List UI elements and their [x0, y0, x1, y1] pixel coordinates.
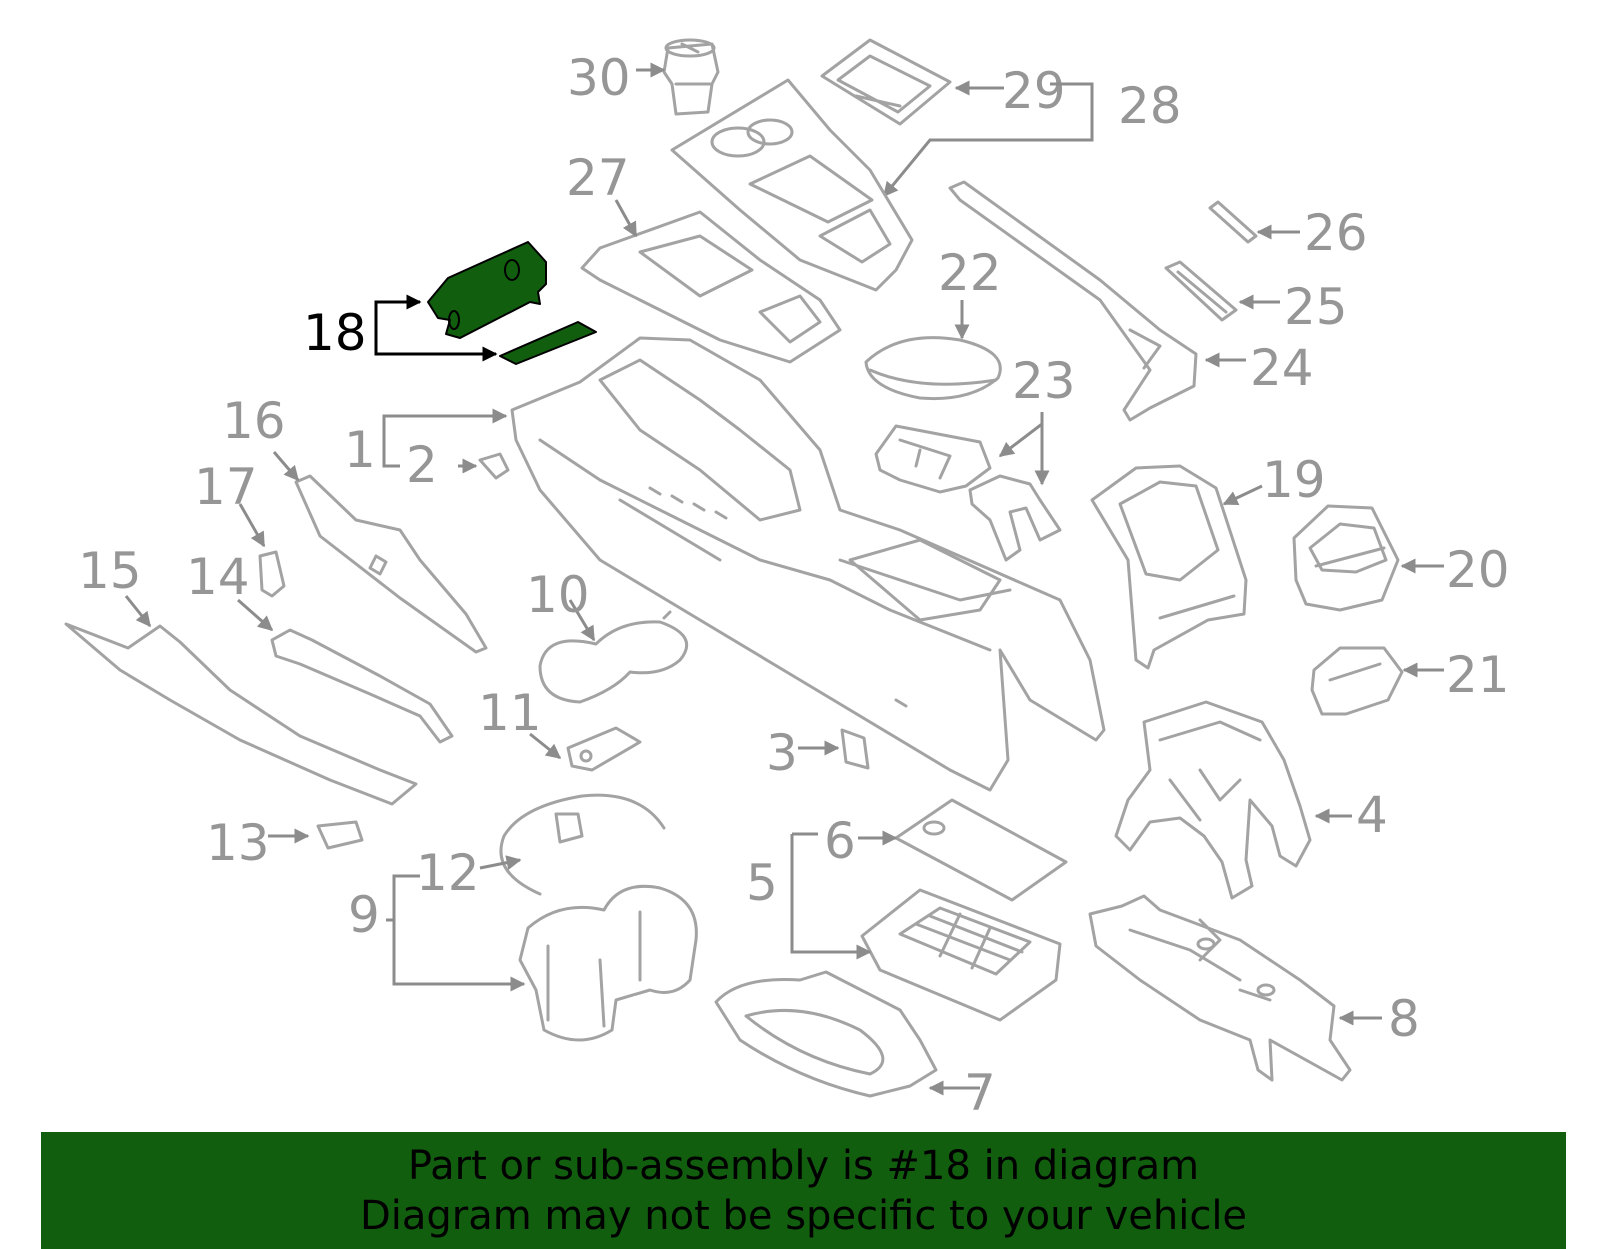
callout-26: 26 — [1304, 204, 1368, 262]
part-24-side-trim — [948, 180, 1198, 422]
callout-13: 13 — [206, 814, 270, 872]
callout-17: 17 — [194, 458, 258, 516]
part-20-rear-air-vent — [1292, 504, 1400, 612]
part-16-side-panel — [294, 474, 488, 654]
banner-line-1: Part or sub-assembly is #18 in diagram — [407, 1143, 1200, 1189]
part-18-highlighted-armrest-lid — [427, 241, 597, 365]
callout-6: 6 — [824, 812, 856, 870]
part-11-bracket — [566, 726, 642, 772]
info-banner: Part or sub-assembly is #18 in diagram D… — [41, 1132, 1566, 1249]
part-5-storage-bin — [860, 888, 1062, 1022]
part-26-strip — [1208, 200, 1258, 244]
callout-3: 3 — [766, 724, 798, 782]
part-3-clip — [840, 728, 870, 770]
part-6-storage-mat — [894, 798, 1068, 902]
callout-14: 14 — [186, 548, 250, 606]
part-4-console-bracket — [1114, 700, 1312, 900]
part-17-clip — [258, 550, 286, 598]
callout-7: 7 — [964, 1064, 996, 1122]
part-7-bin-frame — [714, 970, 938, 1098]
callout-12: 12 — [416, 844, 480, 902]
callout-20: 20 — [1446, 541, 1510, 599]
callout-10: 10 — [526, 566, 590, 624]
callout-18: 18 — [303, 304, 367, 362]
callout-8: 8 — [1388, 990, 1420, 1048]
callout-25: 25 — [1284, 278, 1348, 336]
part-10-cup-holder-mat — [538, 610, 689, 704]
callout-24: 24 — [1250, 339, 1314, 397]
part-25-trim-piece — [1164, 260, 1238, 322]
callout-30: 30 — [567, 49, 631, 107]
part-9-cup-holder — [518, 884, 698, 1042]
part-19-rear-console-panel — [1090, 464, 1248, 670]
callout-5: 5 — [746, 854, 778, 912]
callout-11: 11 — [478, 684, 542, 742]
part-23-armrest-hinge — [874, 424, 1062, 562]
callout-16: 16 — [222, 392, 286, 450]
callout-27: 27 — [566, 149, 630, 207]
callout-19: 19 — [1262, 451, 1326, 509]
callout-21: 21 — [1446, 646, 1510, 704]
part-12-light-strip — [499, 793, 666, 896]
part-30-shift-knob — [662, 38, 720, 116]
part-22-armrest-pad — [864, 336, 1002, 401]
callout-4: 4 — [1356, 786, 1388, 844]
part-14-trim-strip — [270, 628, 454, 744]
callout-2: 2 — [406, 436, 438, 494]
part-15-lower-trim — [64, 622, 418, 806]
callout-9: 9 — [348, 886, 380, 944]
part-8-floor-bracket — [1088, 894, 1352, 1082]
callout-15: 15 — [78, 542, 142, 600]
banner-line-2: Diagram may not be specific to your vehi… — [359, 1193, 1248, 1239]
part-1-console-body — [510, 336, 1106, 792]
part-13-connector — [316, 820, 364, 850]
callout-1: 1 — [344, 421, 376, 479]
callout-22: 22 — [938, 244, 1002, 302]
part-27-upper-panel — [580, 210, 842, 364]
callout-29: 29 — [1002, 62, 1066, 120]
part-2-clip — [478, 452, 510, 480]
part-29-shifter-bezel — [820, 38, 952, 126]
callout-23: 23 — [1012, 352, 1076, 410]
callout-28: 28 — [1118, 77, 1182, 135]
part-21-usb-module — [1310, 646, 1404, 716]
part-28-console-trim-panel — [670, 78, 914, 292]
